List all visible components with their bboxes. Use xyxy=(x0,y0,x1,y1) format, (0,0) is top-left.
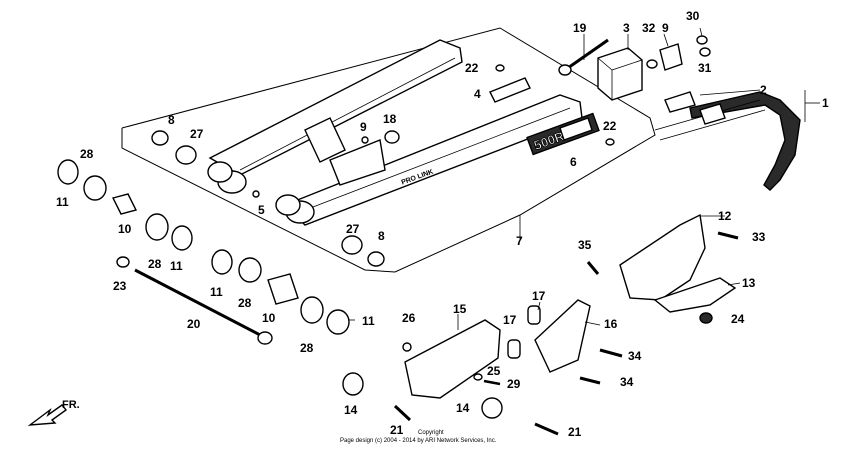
callout-23: 23 xyxy=(113,279,127,293)
copyright-text: Page design (c) 2004 - 2014 by ARI Netwo… xyxy=(340,438,497,444)
bolt-21-upper xyxy=(393,404,412,422)
callout-30: 30 xyxy=(686,9,700,23)
callout-7: 7 xyxy=(516,234,523,248)
nut-24 xyxy=(699,312,713,324)
adjuster-bolt xyxy=(558,38,609,76)
callout-2: 2 xyxy=(760,83,767,97)
chain-guide xyxy=(619,213,706,301)
chain-adjuster-block xyxy=(597,47,643,101)
bolt-22-lower xyxy=(605,138,615,146)
callout-11: 11 xyxy=(56,195,69,209)
callout-22: 22 xyxy=(465,61,479,75)
callout-28: 28 xyxy=(300,341,314,355)
bushing-8-lower xyxy=(367,251,385,267)
callout-9: 9 xyxy=(360,120,367,134)
callout-3: 3 xyxy=(623,21,630,35)
pivot-shaft xyxy=(134,268,273,345)
bolt-26 xyxy=(402,342,412,352)
shock-link xyxy=(404,319,501,399)
chain-guide-slider xyxy=(653,277,737,313)
bearing-stack-left xyxy=(57,130,197,268)
callout-35: 35 xyxy=(578,238,592,252)
bolt-29 xyxy=(483,379,501,386)
callout-27: 27 xyxy=(346,222,360,236)
callout-18: 18 xyxy=(383,112,397,126)
bolt-35 xyxy=(586,261,600,275)
callout-28: 28 xyxy=(238,296,252,310)
callout-11: 11 xyxy=(170,259,183,273)
bearing-14-left xyxy=(342,372,364,396)
front-direction-arrow: FR. xyxy=(27,399,80,426)
callout-10: 10 xyxy=(262,311,276,325)
callout-25: 25 xyxy=(487,364,501,378)
chain-joint-kit xyxy=(664,91,726,125)
callout-17: 17 xyxy=(532,289,546,303)
callout-12: 12 xyxy=(718,209,732,223)
callout-11: 11 xyxy=(362,314,375,328)
bolt-9-lower xyxy=(252,190,260,198)
swingarm: 500R PRO LINK xyxy=(207,39,600,226)
callout-13: 13 xyxy=(742,276,756,290)
callout-8: 8 xyxy=(168,113,175,127)
bolt-34-lower xyxy=(579,376,601,385)
callout-24: 24 xyxy=(731,312,745,326)
guide-plate xyxy=(534,299,591,373)
collar-17-upper xyxy=(527,305,541,325)
callout-10: 10 xyxy=(118,222,132,236)
callout-4: 4 xyxy=(474,87,481,101)
callout-26: 26 xyxy=(402,311,416,325)
callout-6: 6 xyxy=(570,155,577,169)
callout-33: 33 xyxy=(752,230,766,244)
callout-29: 29 xyxy=(507,377,521,391)
washer-25 xyxy=(473,373,483,381)
callout-22: 22 xyxy=(603,119,617,133)
callout-20: 20 xyxy=(187,317,201,331)
callout-14: 14 xyxy=(344,403,358,417)
callout-8: 8 xyxy=(378,229,385,243)
chain-slider-plate-lower xyxy=(559,117,593,141)
callout-32: 32 xyxy=(642,21,656,35)
callout-9: 9 xyxy=(662,21,669,35)
callout-21: 21 xyxy=(568,425,582,439)
bushing-18 xyxy=(384,130,400,144)
bolt-33 xyxy=(717,231,739,240)
callout-21: 21 xyxy=(390,423,404,437)
callout-11: 11 xyxy=(210,285,223,299)
bushing-27-lower xyxy=(341,235,363,255)
adjuster-plate xyxy=(646,35,711,71)
callout-27: 27 xyxy=(190,127,204,141)
callout-31: 31 xyxy=(698,61,712,75)
callout-28: 28 xyxy=(148,257,162,271)
bolt-9-upper xyxy=(361,136,369,144)
chain-slider-plate-upper xyxy=(489,77,531,103)
callout-labels: 1 2 3 9 4 6 7 8 8 9 5 10 10 11 11 11 11 … xyxy=(56,9,829,439)
callout-19: 19 xyxy=(573,21,587,35)
callout-14: 14 xyxy=(456,401,470,415)
callout-28: 28 xyxy=(80,147,94,161)
collar-17-lower xyxy=(507,339,521,359)
copyright-title: Copyright xyxy=(418,430,444,436)
callout-16: 16 xyxy=(604,317,618,331)
bolt-21-lower xyxy=(534,422,559,436)
callout-5: 5 xyxy=(258,203,265,217)
bolt-34-upper xyxy=(599,348,623,358)
bearing-stack-right xyxy=(211,249,350,335)
callout-1: 1 xyxy=(822,96,829,110)
svg-text:FR.: FR. xyxy=(62,399,80,411)
callout-34: 34 xyxy=(620,375,634,389)
bolt-22-upper xyxy=(495,64,505,72)
callout-34: 34 xyxy=(628,349,642,363)
bearing-14-right xyxy=(481,397,503,419)
callout-17: 17 xyxy=(503,313,517,327)
callout-15: 15 xyxy=(453,302,467,316)
leader-lines xyxy=(348,27,820,330)
